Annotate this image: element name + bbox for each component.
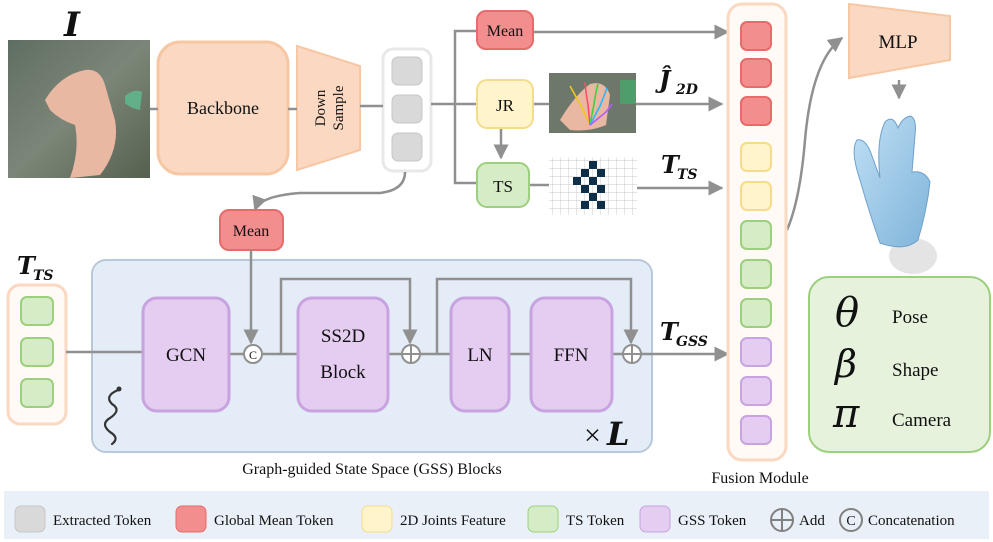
add-icon	[401, 344, 421, 364]
legend-gss: GSS Token	[678, 513, 747, 529]
concat-icon-label: C	[249, 348, 257, 362]
tts-sub: TS	[677, 167, 698, 183]
mean-top-box	[476, 10, 534, 50]
legend-joints2d: 2D Joints Feature	[400, 513, 506, 529]
input-image	[8, 40, 150, 178]
pose-symbol: θ	[835, 290, 859, 336]
mean-mid-label: Mean	[233, 223, 269, 240]
mean-top-label: Mean	[487, 23, 523, 40]
legend-extracted: Extracted Token	[53, 513, 152, 529]
downsample-line1: Down	[313, 89, 329, 126]
gcn-box	[141, 296, 231, 413]
ts-label: TS	[493, 177, 513, 196]
j2d-symbol: Ĵ	[655, 65, 672, 94]
legend-swatch-extracted	[14, 505, 46, 533]
fusion-tokens	[740, 21, 772, 445]
legend-swatch-ts	[527, 505, 559, 533]
downsample-label: Down Sample	[313, 85, 347, 130]
legend-add: Add	[799, 513, 825, 529]
legend-concat-icon	[839, 508, 863, 532]
ss2d-line1: SS2D	[321, 326, 365, 347]
params-box	[808, 276, 991, 453]
ln-box	[449, 296, 511, 413]
legend-ts: TS Token	[566, 513, 625, 529]
legend: Extracted Token Global Mean Token 2D Joi…	[14, 505, 955, 533]
camera-label: Camera	[892, 410, 952, 431]
extracted-token	[391, 132, 423, 162]
repeat-symbol: L	[606, 415, 630, 453]
gss-token	[740, 376, 772, 406]
joints-2d-token	[740, 181, 772, 211]
output-j2d: Ĵ 2D	[655, 65, 699, 98]
ffn-label: FFN	[554, 345, 589, 366]
global-mean-token	[740, 96, 772, 126]
jr-label: JR	[496, 96, 515, 115]
joints-2d-token	[740, 142, 772, 172]
ts-box	[476, 162, 530, 208]
snake-head-icon	[116, 386, 122, 392]
repeat-times: ×	[584, 419, 601, 452]
ts-token	[740, 298, 772, 328]
ss2d-line2: Block	[320, 362, 366, 383]
joints-2d-image	[549, 73, 636, 133]
add-icon	[622, 344, 642, 364]
j2d-sub: 2D	[675, 82, 699, 98]
legend-add-icon	[770, 508, 794, 532]
legend-swatch-gss	[639, 505, 671, 533]
global-mean-token	[740, 58, 772, 88]
connectors-top	[150, 24, 907, 231]
jr-box	[476, 79, 534, 129]
extracted-tokens	[391, 56, 423, 162]
legend-swatch-joints2d	[361, 505, 393, 533]
hand-mesh-image	[853, 115, 937, 274]
gss-token	[740, 415, 772, 445]
ss2d-box	[296, 296, 390, 413]
backbone-label: Backbone	[187, 98, 259, 118]
ffn-box	[529, 296, 614, 413]
legend-swatch-global-mean	[175, 505, 207, 533]
mlp-trapezoid	[848, 2, 951, 80]
gss-token	[740, 337, 772, 367]
extracted-token-group	[381, 47, 433, 173]
ln-label: LN	[467, 345, 493, 366]
tgss-sub: GSS	[676, 334, 708, 350]
fusion-caption: Fusion Module	[711, 470, 808, 487]
tgss-symbol: T	[660, 317, 680, 346]
ts-grid-image	[549, 157, 637, 215]
ts-token	[20, 337, 54, 367]
shape-label: Shape	[892, 360, 938, 381]
legend-global-mean: Global Mean Token	[214, 513, 334, 529]
ts-token	[20, 378, 54, 408]
snake-icon	[103, 388, 120, 446]
downsample-line2: Sample	[331, 85, 347, 130]
input-image-label: I	[63, 5, 81, 45]
left-tts-sub: TS	[33, 268, 54, 284]
left-ts-tokens-label: T TS	[17, 251, 54, 284]
legend-concat-icon-label: C	[846, 514, 855, 529]
camera-symbol: π	[832, 391, 860, 437]
gss-connectors	[66, 250, 730, 362]
gcn-label: GCN	[166, 345, 206, 366]
left-tts-symbol: T	[17, 251, 37, 280]
downsample-trapezoid	[296, 44, 361, 172]
legend-bar	[4, 491, 989, 539]
pose-label: Pose	[892, 307, 928, 328]
global-mean-token	[740, 21, 772, 51]
output-tgss: T GSS	[660, 317, 708, 350]
tts-symbol: T	[661, 150, 681, 179]
ts-token	[20, 296, 54, 326]
mlp-label: MLP	[878, 32, 917, 53]
shape-symbol: β	[833, 342, 857, 386]
ts-token	[740, 259, 772, 289]
output-tts: T TS	[661, 150, 698, 183]
legend-concat: Concatenation	[868, 513, 955, 529]
concat-icon	[243, 344, 263, 364]
gss-caption: Graph-guided State Space (GSS) Blocks	[242, 461, 502, 478]
extracted-token	[391, 94, 423, 124]
ts-token	[740, 220, 772, 250]
extracted-token	[391, 56, 423, 86]
